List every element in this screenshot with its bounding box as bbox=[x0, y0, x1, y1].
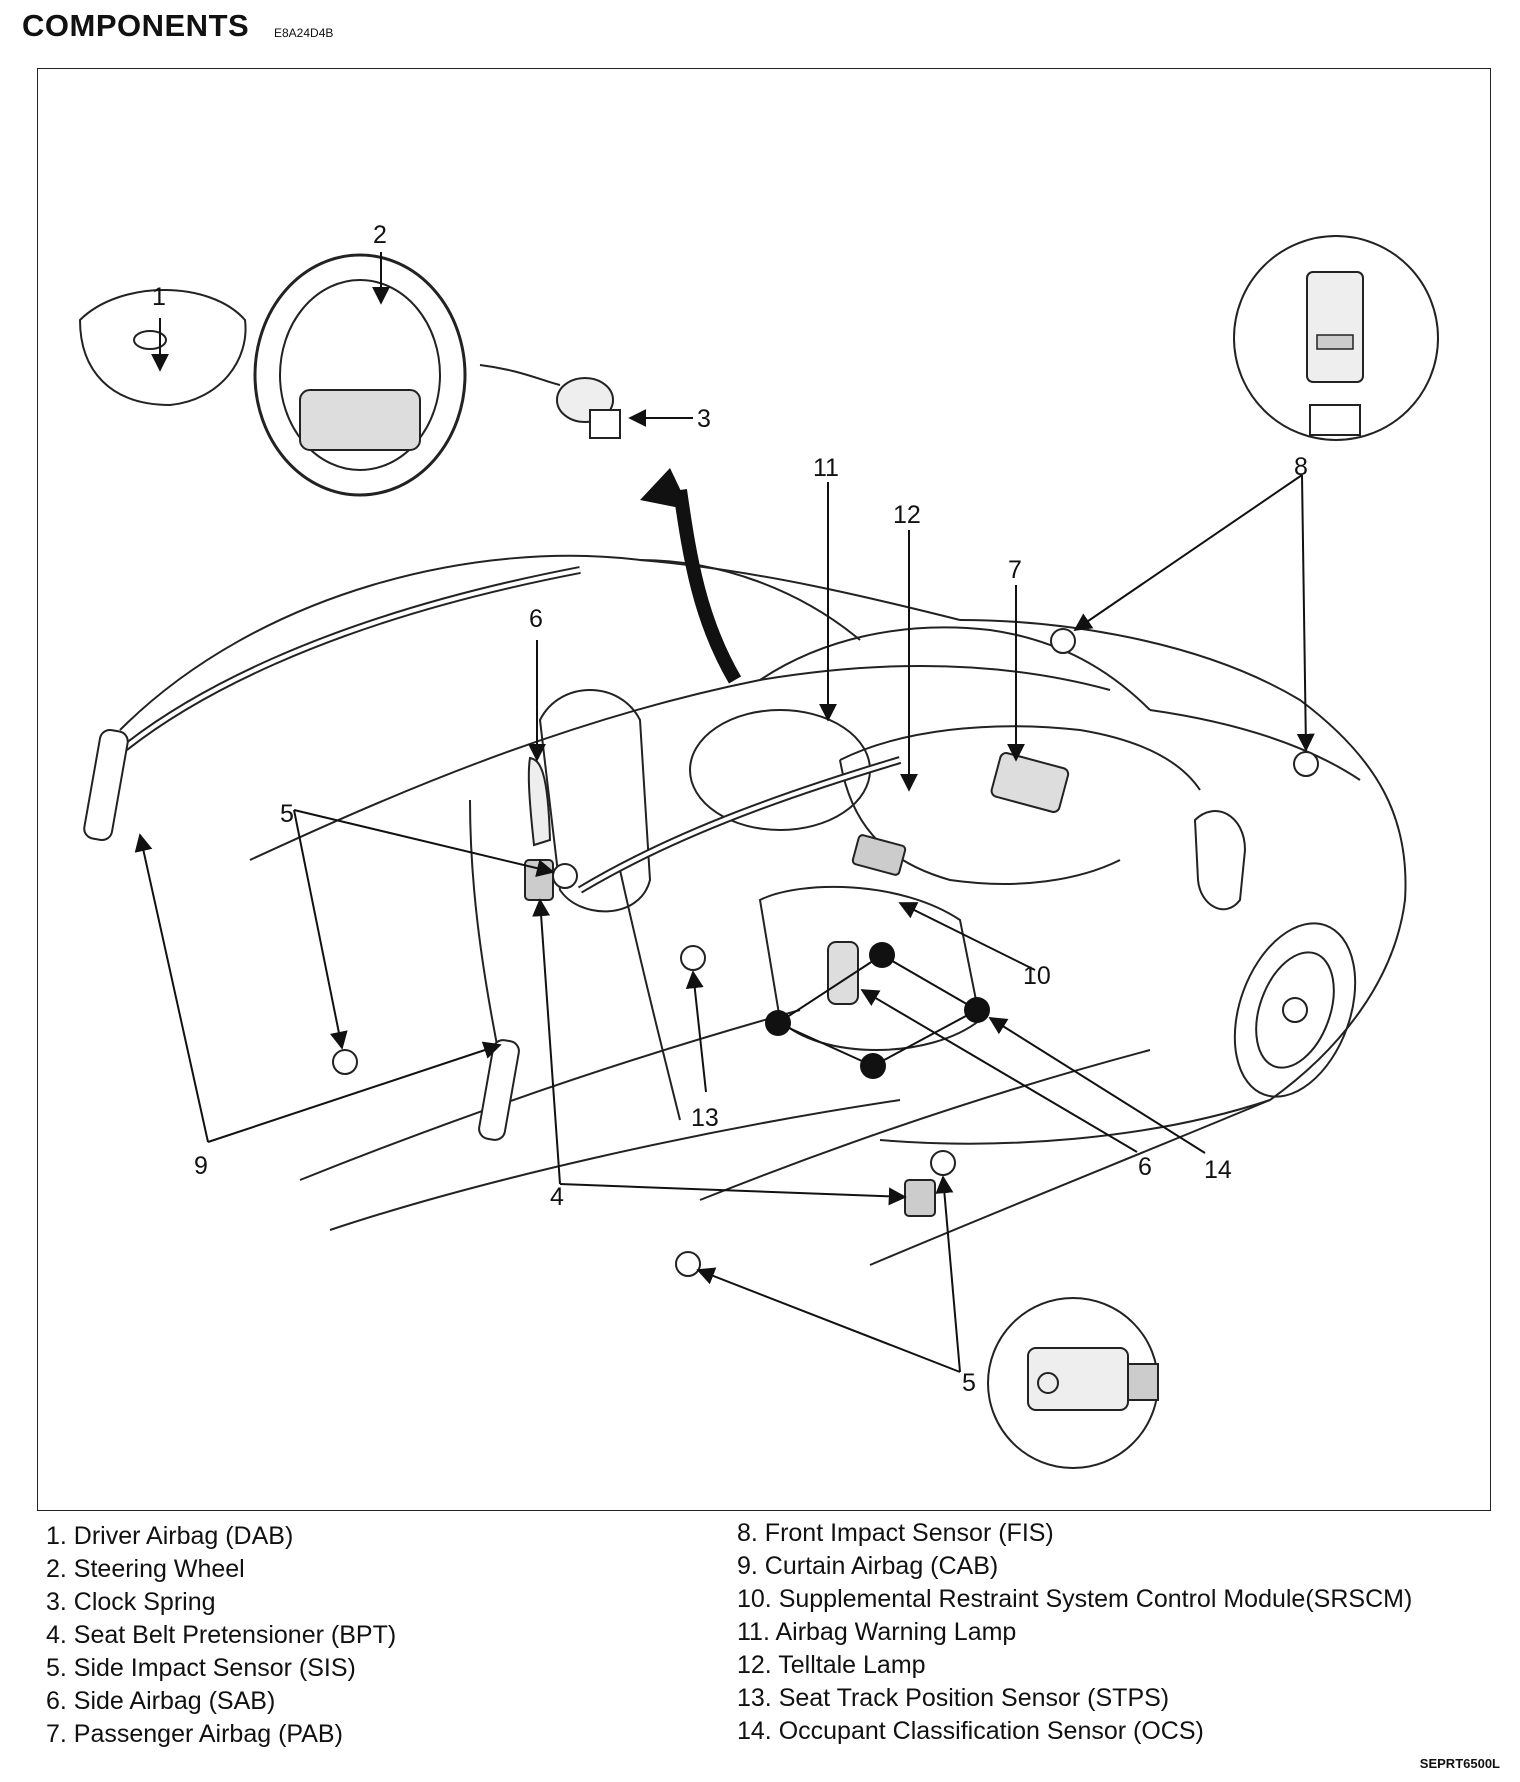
callout-14: 14 bbox=[1204, 1156, 1232, 1184]
ocs-network bbox=[777, 954, 978, 1067]
figure-code: SEPRT6500L bbox=[1419, 1756, 1500, 1771]
side-impact-sensor-marker bbox=[552, 863, 578, 889]
driver-airbag-part bbox=[78, 289, 247, 407]
components-diagram: 1 2 3 4 5 5 6 6 7 8 9 10 11 12 13 14 bbox=[78, 221, 1439, 1469]
callout-2: 2 bbox=[373, 221, 387, 249]
callout-6-top: 6 bbox=[529, 605, 543, 633]
ocs-sensor-dot bbox=[860, 1053, 886, 1079]
document-code: E8A24D4B bbox=[274, 26, 334, 40]
legend-item: 4. Seat Belt Pretensioner (BPT) bbox=[46, 1621, 397, 1649]
diagram-frame bbox=[37, 68, 1491, 1511]
callout-5-top: 5 bbox=[280, 800, 294, 828]
legend-item: 2. Steering Wheel bbox=[46, 1555, 245, 1583]
side-airbag-part-rear bbox=[527, 756, 552, 847]
curved-arrow bbox=[673, 489, 742, 684]
legend-item: 9. Curtain Airbag (CAB) bbox=[737, 1552, 999, 1580]
callout-10: 10 bbox=[1023, 962, 1051, 990]
callout-13: 13 bbox=[691, 1104, 719, 1132]
srscm-part bbox=[851, 834, 907, 876]
callout-6-bottom: 6 bbox=[1138, 1153, 1152, 1181]
legend-item: 10. Supplemental Restraint System Contro… bbox=[737, 1585, 1413, 1613]
legend-item: 5. Side Impact Sensor (SIS) bbox=[46, 1654, 356, 1682]
callout-4: 4 bbox=[550, 1183, 564, 1211]
side-impact-sensor-marker bbox=[930, 1150, 956, 1176]
ocs-sensor-dot bbox=[765, 1010, 791, 1036]
legend-item: 14. Occupant Classification Sensor (OCS) bbox=[737, 1717, 1204, 1745]
callout-labels: 1 2 3 4 5 5 6 6 7 8 9 10 11 12 13 14 bbox=[152, 221, 1308, 1397]
legend-item: 1. Driver Airbag (DAB) bbox=[46, 1522, 294, 1550]
callout-11: 11 bbox=[813, 454, 839, 482]
callout-8: 8 bbox=[1294, 453, 1308, 481]
legend-item: 8. Front Impact Sensor (FIS) bbox=[737, 1519, 1054, 1547]
legend-item: 3. Clock Spring bbox=[46, 1588, 216, 1616]
side-impact-sensor-marker bbox=[675, 1251, 701, 1277]
curved-arrow-head bbox=[640, 468, 690, 510]
sensor-markers bbox=[332, 628, 1319, 1277]
occupant-classification-sensors bbox=[765, 942, 990, 1079]
page-title: COMPONENTS bbox=[22, 8, 250, 43]
callout-3: 3 bbox=[697, 405, 711, 433]
curtain-airbag bbox=[83, 566, 902, 1141]
legend-item: 7. Passenger Airbag (PAB) bbox=[46, 1720, 343, 1748]
ocs-sensor-dot bbox=[869, 942, 895, 968]
callout-7: 7 bbox=[1008, 556, 1022, 584]
ocs-sensor-dot bbox=[964, 997, 990, 1023]
legend-item: 11. Airbag Warning Lamp bbox=[737, 1618, 1017, 1646]
vehicle-outline bbox=[119, 554, 1407, 1266]
seat-track-sensor-marker bbox=[680, 945, 706, 971]
clock-spring-part bbox=[479, 364, 621, 439]
callout-1: 1 bbox=[152, 283, 166, 311]
legend-right: 8. Front Impact Sensor (FIS) 9. Curtain … bbox=[737, 1517, 1412, 1748]
side-impact-sensor-inset bbox=[987, 1297, 1159, 1469]
legend-item: 12. Telltale Lamp bbox=[737, 1651, 926, 1679]
callout-12: 12 bbox=[893, 501, 921, 529]
front-impact-sensor-marker bbox=[1050, 628, 1076, 654]
passenger-airbag-part bbox=[990, 752, 1070, 813]
callout-9: 9 bbox=[194, 1152, 208, 1180]
side-impact-sensor-marker bbox=[332, 1049, 358, 1075]
front-impact-sensor-inset bbox=[1233, 235, 1439, 441]
legend-item: 6. Side Airbag (SAB) bbox=[46, 1687, 276, 1715]
legend-left: 1. Driver Airbag (DAB) 2. Steering Wheel… bbox=[46, 1520, 396, 1751]
front-impact-sensor-marker bbox=[1293, 751, 1319, 777]
side-airbag-part bbox=[827, 941, 859, 1005]
steering-wheel-part bbox=[253, 253, 467, 497]
leader-lines bbox=[134, 252, 1315, 1373]
legend-item: 13. Seat Track Position Sensor (STPS) bbox=[737, 1684, 1170, 1712]
callout-5-bottom: 5 bbox=[962, 1369, 976, 1397]
pretensioner-part-right bbox=[904, 1179, 936, 1217]
